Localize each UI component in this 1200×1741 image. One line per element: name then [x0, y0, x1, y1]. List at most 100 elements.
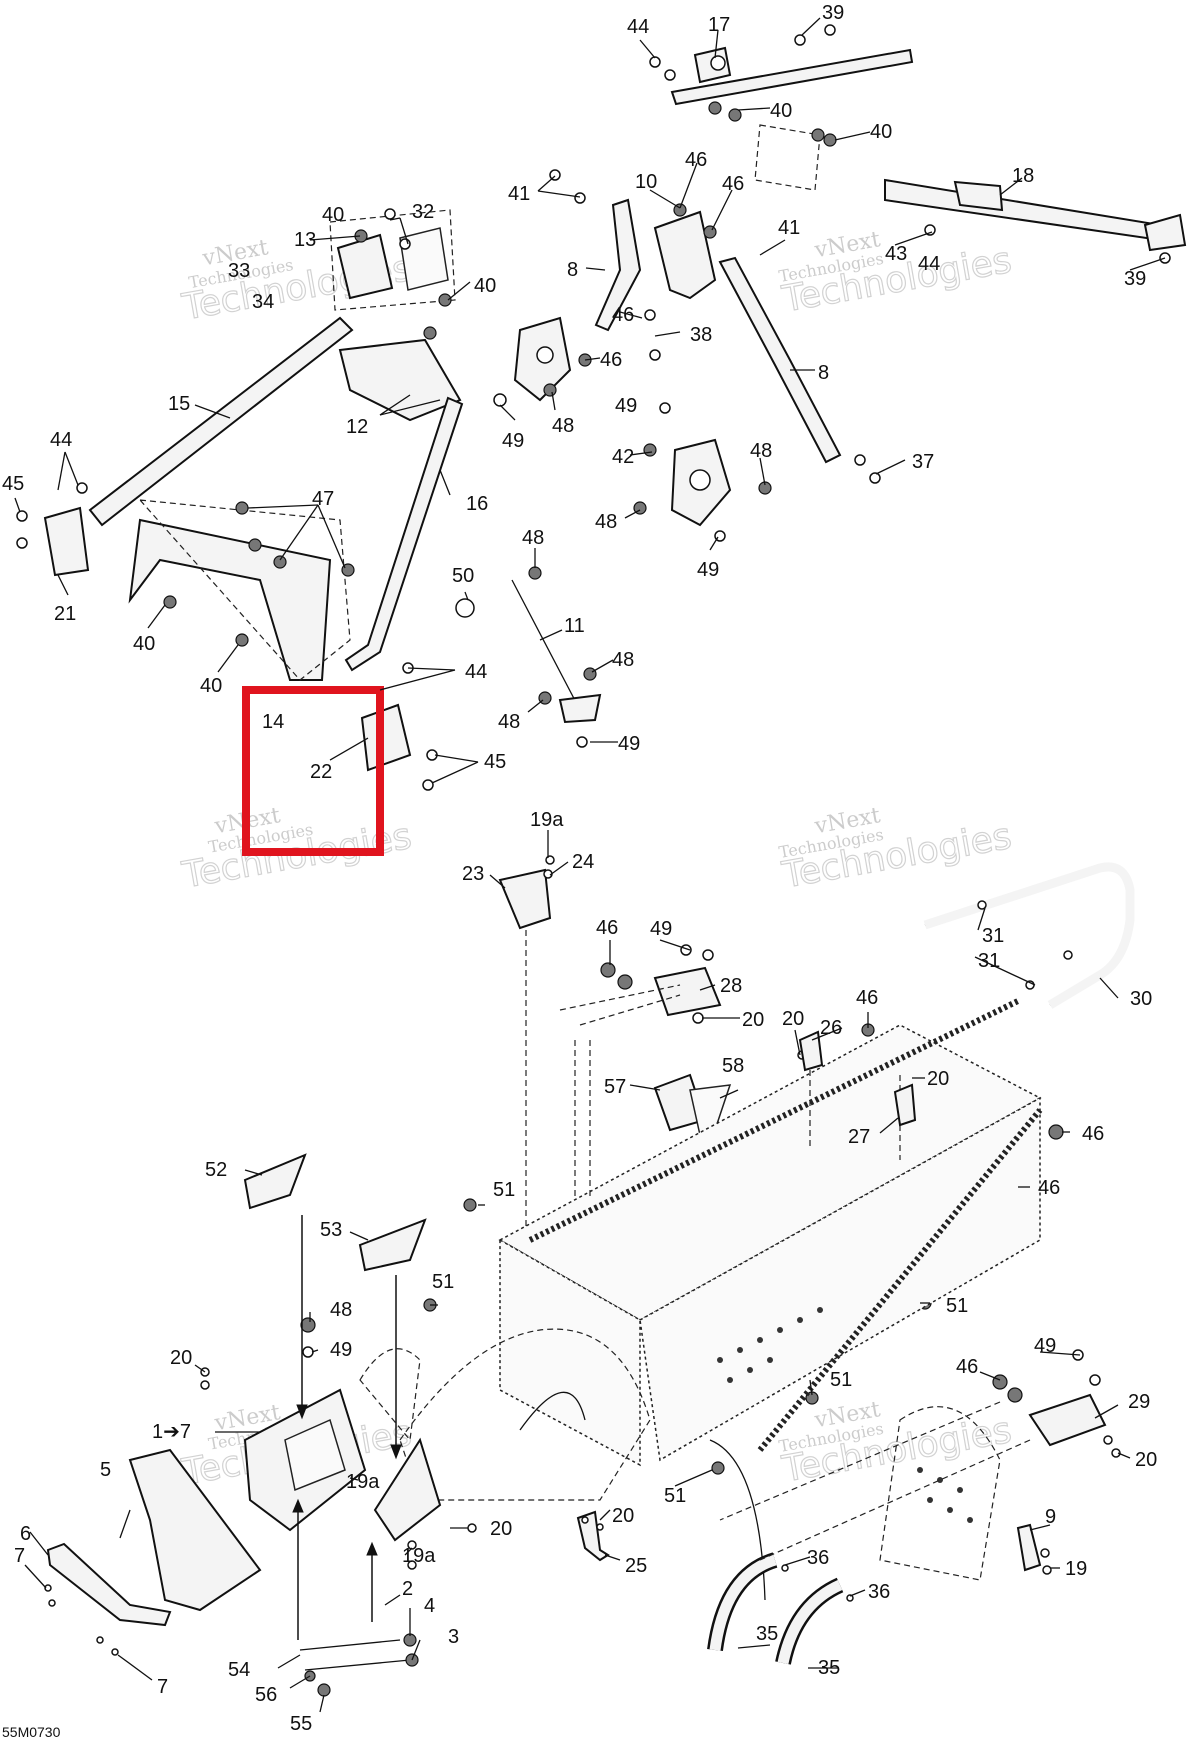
callout-51: 51 [830, 1369, 852, 1391]
callout-55: 55 [290, 1713, 312, 1735]
part-engine-mount-left [513, 316, 572, 402]
callout-36: 36 [807, 1547, 829, 1569]
callout-22: 22 [310, 761, 332, 783]
callout-49: 49 [697, 559, 719, 581]
callout-10: 10 [635, 171, 657, 193]
callout-19a: 19a [346, 1471, 380, 1493]
callout-49: 49 [1034, 1335, 1056, 1357]
fasteners-lower-left [44, 1317, 477, 1697]
callout-12: 12 [346, 416, 368, 438]
part-53-block [358, 1218, 427, 1272]
callout-20: 20 [612, 1505, 634, 1527]
callout-48: 48 [750, 440, 772, 462]
callout-48: 48 [552, 415, 574, 437]
watermark-text: Technologies [779, 1410, 1015, 1491]
part-11-rod [511, 579, 602, 724]
highlight-box [242, 686, 384, 856]
part-30-grab-bar [923, 862, 1135, 1009]
callout-20: 20 [1135, 1449, 1157, 1471]
part-16-arm [344, 396, 464, 672]
callout-36: 36 [868, 1581, 890, 1603]
callout-37: 37 [912, 451, 934, 473]
part-15-arm [88, 316, 354, 527]
callout-17: 17 [708, 14, 730, 36]
callout-38: 38 [690, 324, 712, 346]
callout-44: 44 [627, 16, 649, 38]
callout-44: 44 [50, 429, 72, 451]
callout-49: 49 [502, 430, 524, 452]
callout-45: 45 [2, 473, 24, 495]
fasteners-center [493, 169, 881, 542]
callout-51: 51 [946, 1295, 968, 1317]
part-25-clip [576, 1510, 610, 1562]
callout-16: 16 [466, 493, 488, 515]
callout-44: 44 [465, 661, 487, 683]
callout-8: 8 [567, 259, 578, 281]
fasteners-11 [455, 566, 597, 748]
callout-20: 20 [927, 1068, 949, 1090]
callout-56: 56 [255, 1684, 277, 1706]
callout-39: 39 [822, 2, 844, 24]
callout-49: 49 [330, 1339, 352, 1361]
callout-2: 2 [402, 1578, 413, 1600]
part-18-arm [754, 124, 1187, 252]
callout-26: 26 [820, 1017, 842, 1039]
callout-14: 14 [262, 711, 284, 733]
callout-labels: 44 17 39 40 40 18 39 43 44 41 10 46 46 4… [2, 2, 1157, 1735]
callout-39: 39 [1124, 268, 1146, 290]
part-35-slider-a [707, 1552, 778, 1652]
callout-35: 35 [818, 1657, 840, 1679]
callout-49: 49 [650, 918, 672, 940]
callout-25: 25 [625, 1555, 647, 1577]
callout-42: 42 [612, 446, 634, 468]
callout-6: 6 [20, 1523, 31, 1545]
part-6-bracket [46, 1542, 172, 1627]
callout-46: 46 [1038, 1177, 1060, 1199]
part-engine-mount-right [670, 438, 732, 527]
part-19a-bracket-right [373, 1437, 442, 1542]
callout-3: 3 [448, 1626, 459, 1648]
callout-46: 46 [1082, 1123, 1104, 1145]
callout-32: 32 [412, 201, 434, 223]
part-14-crossmember [128, 499, 351, 681]
callout-18: 18 [1012, 165, 1034, 187]
callout-40: 40 [200, 675, 222, 697]
dashed-assembly-lines [719, 1401, 1031, 1561]
callout-52: 52 [205, 1159, 227, 1181]
callout-41: 41 [508, 183, 530, 205]
callout-49: 49 [615, 395, 637, 417]
part-9-clip [1016, 1523, 1042, 1572]
callout-40: 40 [870, 121, 892, 143]
callout-51: 51 [664, 1485, 686, 1507]
callout-40: 40 [133, 633, 155, 655]
callout-4: 4 [424, 1595, 435, 1617]
callout-34: 34 [252, 291, 274, 313]
reference-code: 55M0730 [2, 1724, 61, 1740]
callout-45: 45 [484, 751, 506, 773]
part-21-bracket [43, 506, 90, 577]
callout-46: 46 [956, 1356, 978, 1378]
callout-11: 11 [564, 615, 585, 637]
part-13-plate [329, 209, 456, 311]
callout-19a: 19a [530, 809, 564, 831]
callout-46: 46 [612, 304, 634, 326]
callout-48: 48 [612, 649, 634, 671]
callout-20: 20 [742, 1009, 764, 1031]
part-28-plate [653, 966, 722, 1017]
callout-41: 41 [778, 217, 800, 239]
callout-31: 31 [978, 950, 1000, 972]
callout-51: 51 [432, 1271, 454, 1293]
part-5-plate [128, 1448, 262, 1612]
callout-48: 48 [595, 511, 617, 533]
callout-40: 40 [770, 100, 792, 122]
callout-31: 31 [982, 925, 1004, 947]
watermark-text: Technologies [779, 816, 1015, 897]
callout-7: 7 [157, 1676, 168, 1698]
part-29-plate [1028, 1393, 1107, 1447]
callout-7: 7 [14, 1545, 25, 1567]
callout-53: 53 [320, 1219, 342, 1241]
part-10-bracket [653, 210, 717, 300]
callout-27: 27 [848, 1126, 870, 1148]
callout-20: 20 [782, 1008, 804, 1030]
